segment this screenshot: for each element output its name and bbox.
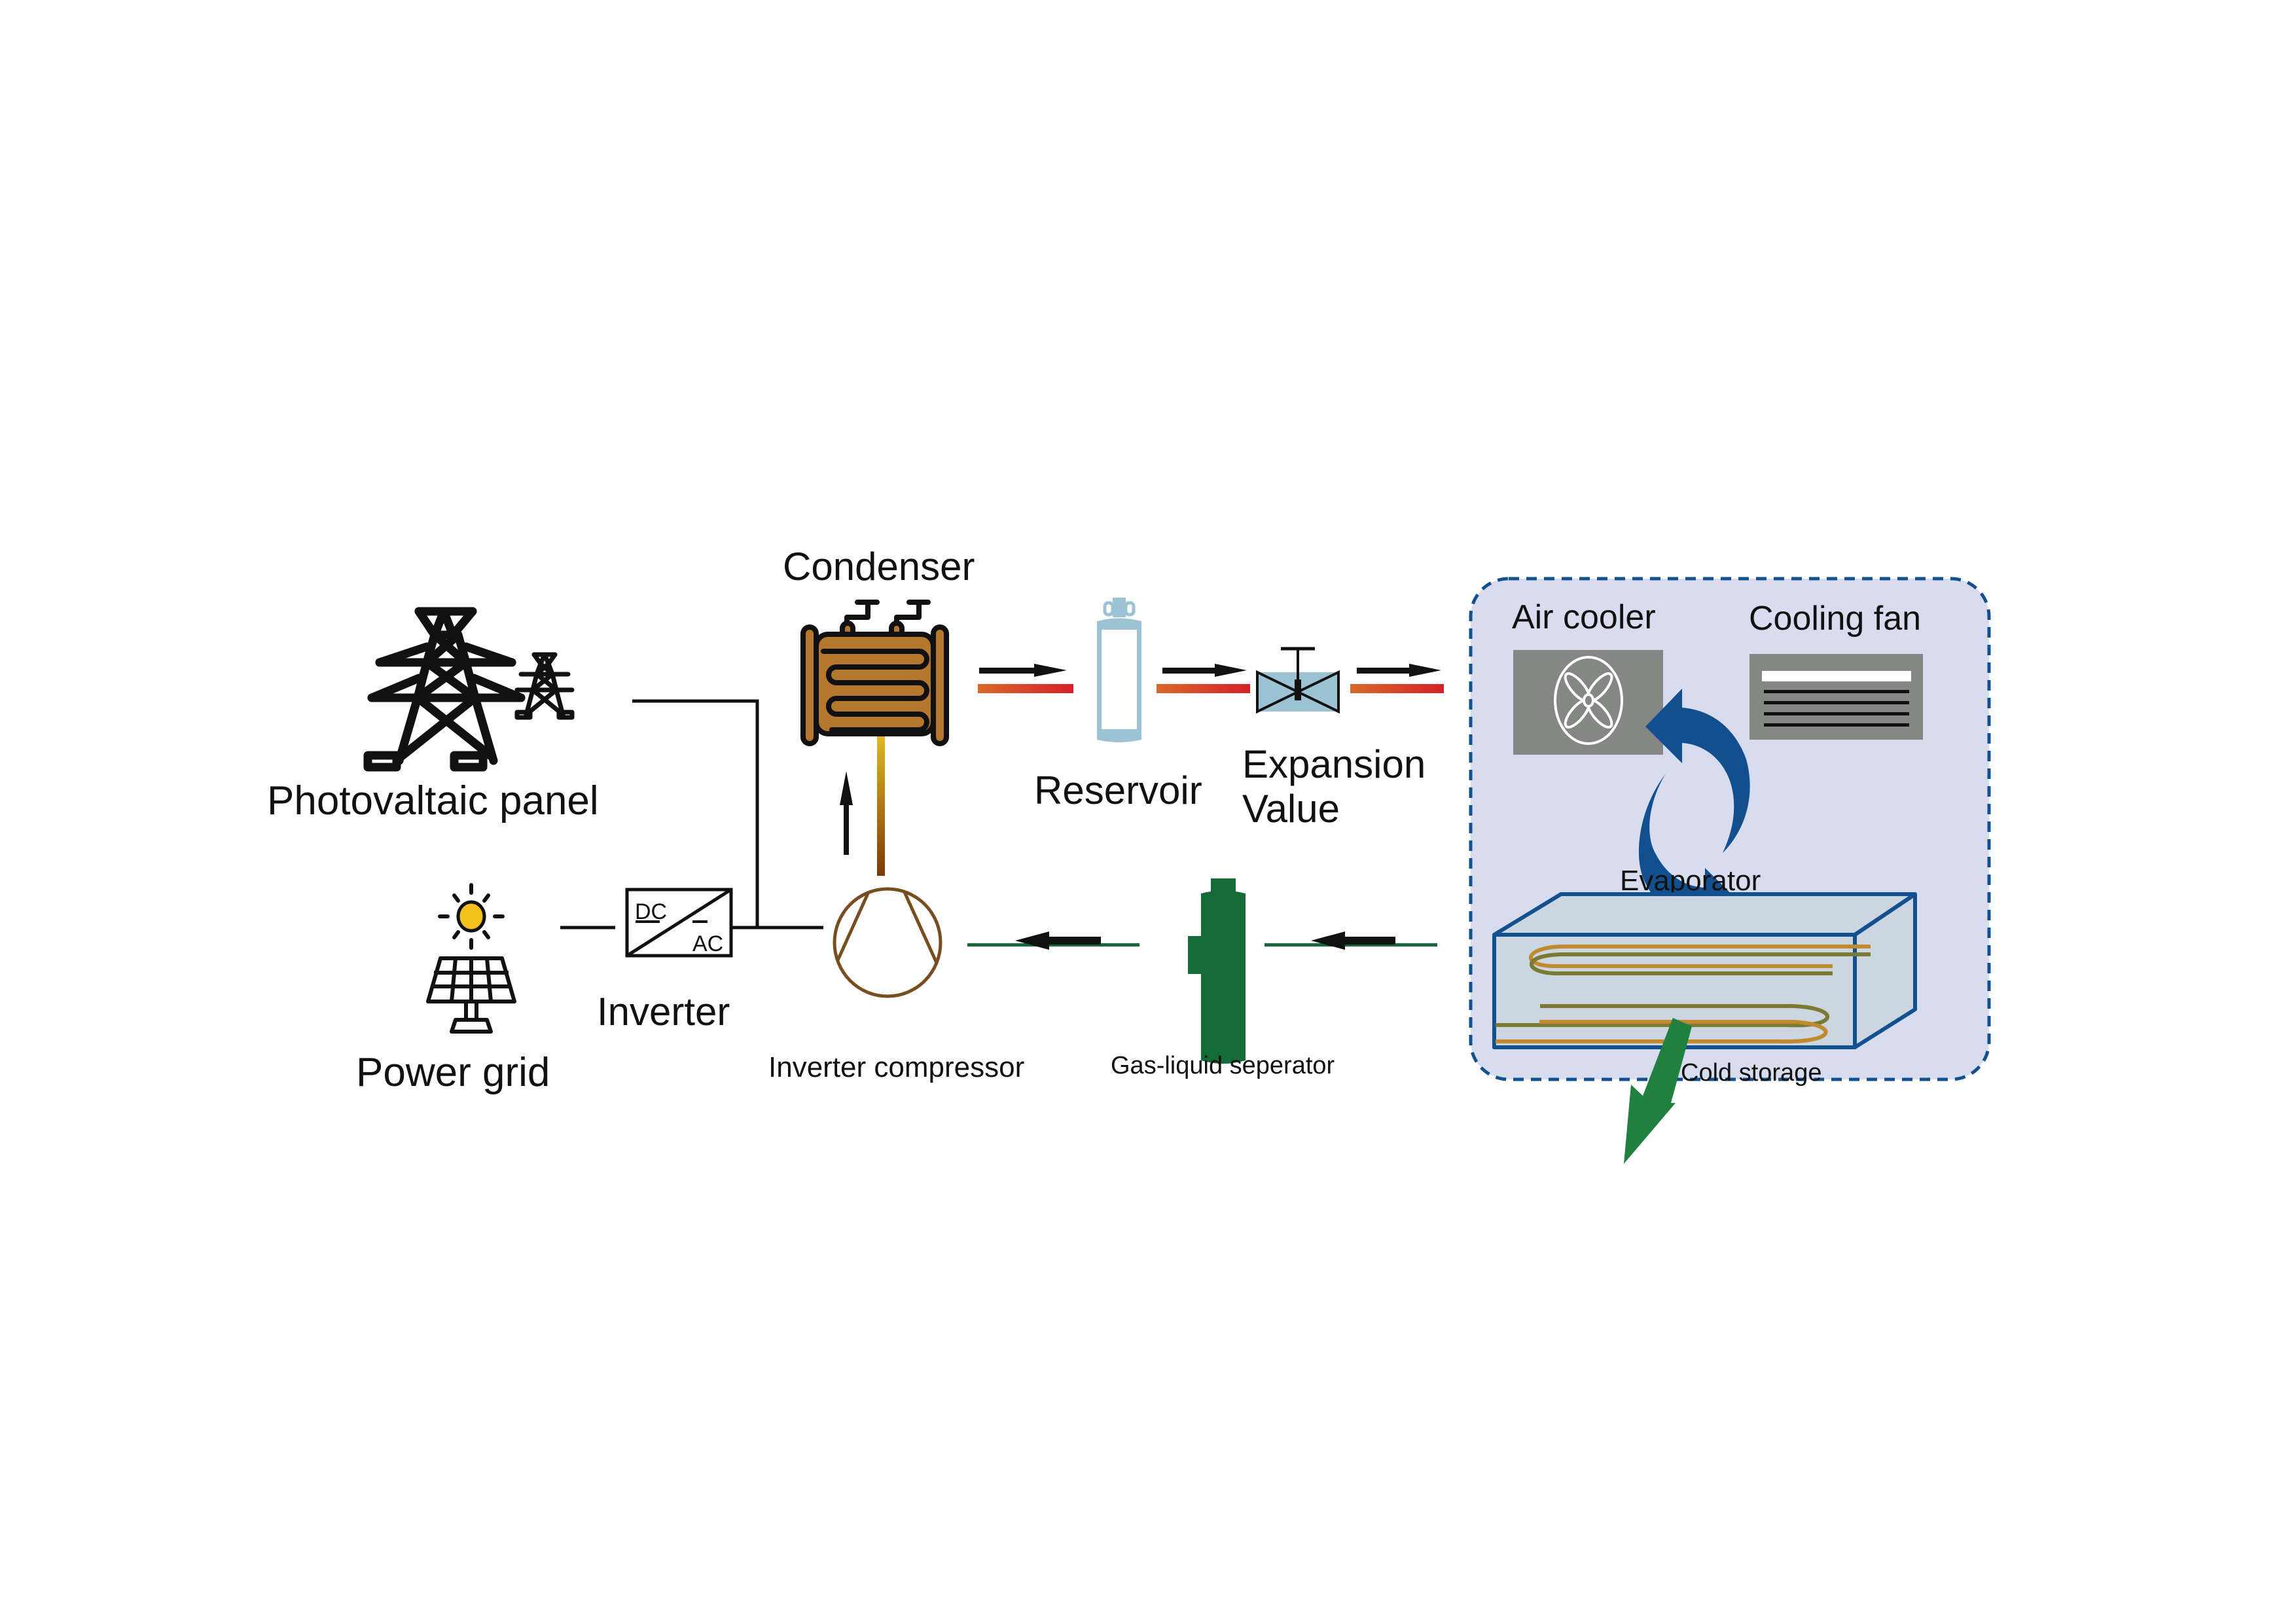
- flow-arrow-right-2: [1162, 664, 1247, 677]
- hot-pipe-3: [1350, 684, 1444, 693]
- transmission-tower-small-icon: [514, 652, 575, 720]
- compressor-icon: [833, 887, 942, 998]
- reservoir-label: Reservoir: [1034, 768, 1202, 812]
- expansion-valve-icon: [1256, 647, 1340, 714]
- vent-grille-icon: [1749, 654, 1923, 740]
- suction-pipe-2: [1265, 943, 1437, 947]
- inverter-label: Inverter: [597, 990, 730, 1034]
- discharge-pipe: [877, 736, 885, 876]
- separator-tank-icon: [1188, 878, 1246, 1064]
- inverter-ac-label: AC: [692, 931, 723, 956]
- condenser-coil-icon: [800, 600, 949, 746]
- sun-icon: [438, 883, 505, 950]
- reservoir-tank-icon: [1097, 598, 1141, 742]
- expansion-valve-label-line1: Expansion: [1242, 742, 1426, 786]
- inverter-compressor-label: Inverter compressor: [768, 1051, 1024, 1083]
- sun-disc: [456, 900, 486, 933]
- hot-pipe-2: [1157, 684, 1250, 693]
- evaporator-coil: [1496, 945, 1871, 1044]
- power-grid-label: Power grid: [356, 1050, 550, 1095]
- dc-ac-inverter-icon: DC AC: [625, 888, 733, 958]
- cold-storage-panel-border: [1469, 577, 1991, 1081]
- cold-storage-box-icon: [1492, 892, 1917, 1049]
- flow-arrow-right-1: [979, 664, 1067, 677]
- solar-panel-icon: [426, 956, 516, 1034]
- flow-arrow-left-2: [1311, 931, 1395, 950]
- flow-arrow-left-1: [1015, 931, 1101, 950]
- suction-pipe-1: [967, 943, 1139, 947]
- output-arrow-icon: [1624, 1018, 1692, 1164]
- flow-arrow-up: [840, 771, 853, 855]
- gas-liquid-separator-label: Gas-liquid seperator: [1111, 1052, 1335, 1079]
- cold-storage-label: Cold storage: [1681, 1059, 1821, 1087]
- condenser-label: Condenser: [783, 545, 975, 588]
- fan-icon: [1513, 650, 1663, 755]
- transmission-tower-icon: [363, 607, 526, 772]
- inverter-dc-label: DC: [635, 899, 667, 924]
- air-cooler-label: Air cooler: [1512, 598, 1656, 636]
- cooling-fan-label: Cooling fan: [1749, 600, 1921, 638]
- grid-wire: [632, 699, 759, 928]
- expansion-valve-label-line2: Value: [1242, 787, 1340, 831]
- evaporator-label: Evaporator: [1620, 865, 1761, 897]
- photovoltaic-panel-label: Photovaltaic panel: [267, 778, 599, 823]
- hot-pipe-1: [978, 684, 1073, 693]
- flow-arrow-right-3: [1357, 664, 1441, 677]
